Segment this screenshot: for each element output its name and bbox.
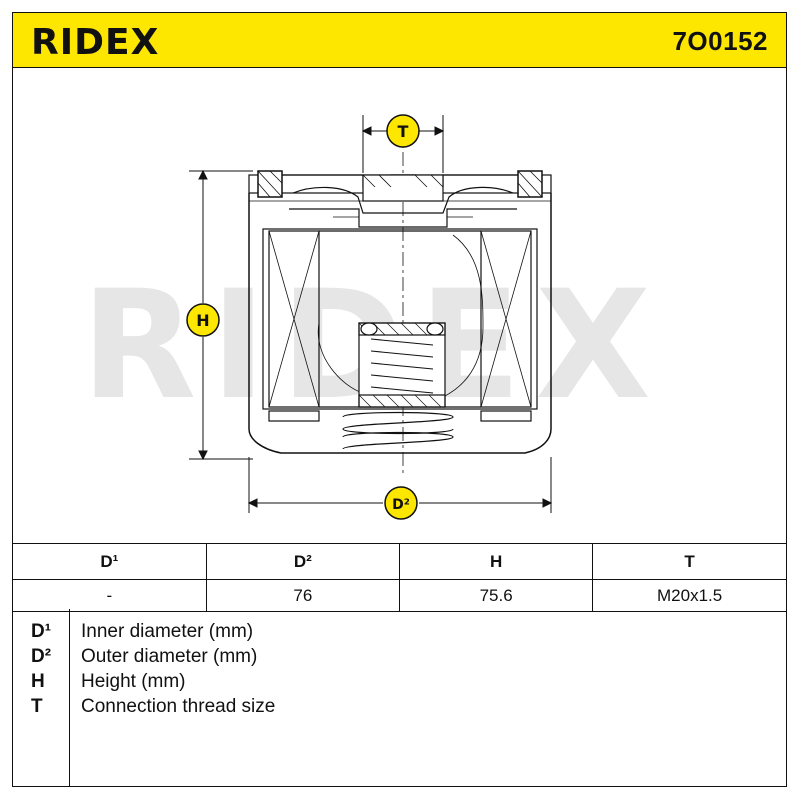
dimension-d2-label: D² bbox=[392, 497, 410, 513]
spec-header-d1: D¹ bbox=[13, 544, 207, 580]
legend-description: Height (mm) bbox=[81, 671, 186, 692]
legend-description: Inner diameter (mm) bbox=[81, 621, 254, 642]
part-number: 7O0152 bbox=[672, 26, 768, 56]
header-bar: RIDEX 7O0152 bbox=[13, 13, 786, 68]
spec-value-t: M20x1.5 bbox=[592, 579, 786, 612]
spec-header-row: D¹ D² H T bbox=[13, 544, 786, 580]
spec-table-area: D¹ D² H T - 76 75.6 M20x1.5 bbox=[13, 543, 786, 612]
dimension-d2 bbox=[247, 457, 553, 513]
legend-symbol: D² bbox=[31, 646, 52, 667]
legend: D¹ Inner diameter (mm) D² Outer diameter… bbox=[13, 609, 786, 786]
dimension-h-marker bbox=[186, 303, 220, 337]
legend-divider bbox=[69, 609, 70, 786]
spec-header-t: T bbox=[592, 544, 786, 580]
spec-table: D¹ D² H T - 76 75.6 M20x1.5 bbox=[13, 544, 786, 612]
brand-logo-text: RIDEX bbox=[31, 23, 159, 57]
spec-value-d1: - bbox=[13, 579, 207, 612]
legend-description: Connection thread size bbox=[81, 696, 276, 717]
datasheet-frame: RIDEX 7O0152 RIDEX bbox=[12, 12, 787, 787]
oil-filter-diagram: RIDEX bbox=[81, 114, 651, 520]
spec-header-h: H bbox=[398, 544, 593, 580]
dimension-d2-marker bbox=[384, 486, 418, 520]
dimension-h bbox=[189, 169, 253, 461]
technical-drawing: RIDEX bbox=[13, 67, 786, 543]
spec-value-row: - 76 75.6 M20x1.5 bbox=[13, 579, 786, 612]
spec-value-d2: 76 bbox=[205, 579, 400, 612]
dimension-t-marker bbox=[386, 114, 420, 148]
legend-symbol: T bbox=[31, 696, 43, 717]
filter-drawing bbox=[248, 127, 552, 477]
legend-symbol: H bbox=[31, 671, 45, 692]
brand-logo: RIDEX bbox=[31, 23, 159, 57]
dimension-t-label: T bbox=[398, 122, 409, 141]
dimension-h-label: H bbox=[196, 311, 209, 330]
legend-description: Outer diameter (mm) bbox=[81, 646, 258, 667]
dimension-t bbox=[361, 115, 445, 173]
legend-symbol: D¹ bbox=[31, 621, 52, 642]
spec-value-h: 75.6 bbox=[398, 579, 593, 612]
spec-header-d2: D² bbox=[205, 544, 400, 580]
